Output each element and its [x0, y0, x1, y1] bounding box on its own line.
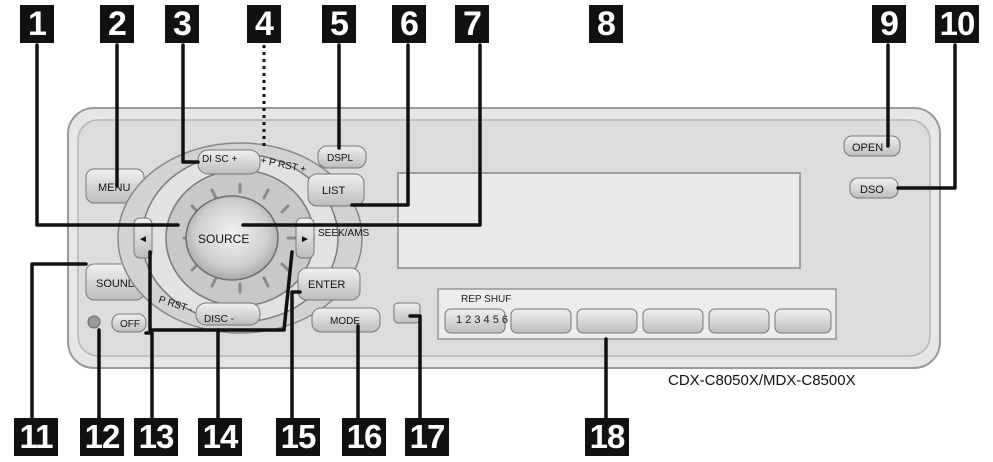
callout-17: 17 [405, 418, 449, 456]
callout-18: 18 [585, 418, 629, 456]
enter-button[interactable] [297, 267, 361, 301]
callout-6: 6 [392, 5, 426, 43]
preset-button-4[interactable] [642, 308, 704, 334]
open-button[interactable] [843, 135, 901, 157]
callout-4: 4 [247, 5, 281, 43]
disc-minus-button[interactable] [195, 302, 261, 326]
seek-ams-label: SEEK/AMS [318, 228, 369, 239]
receptor-icon [87, 315, 101, 329]
mode-button[interactable] [311, 307, 381, 333]
preset-button-3[interactable] [576, 308, 638, 334]
sound-button-label: SOUND [96, 278, 136, 290]
callout-13: 13 [134, 418, 178, 456]
callout-16: 16 [342, 418, 386, 456]
callout-2: 2 [100, 5, 134, 43]
callout-5: 5 [322, 5, 356, 43]
callout-11: 11 [14, 418, 58, 456]
model-number: CDX-C8050X/MDX-C8500X [668, 372, 856, 389]
callout-14: 14 [198, 418, 242, 456]
small-button[interactable] [393, 302, 421, 324]
source-button-label: SOURCE [198, 232, 249, 246]
callout-9: 9 [872, 5, 906, 43]
disc-minus-label: DISC - [204, 314, 234, 325]
callout-8: 8 [589, 5, 623, 43]
callout-10: 10 [935, 5, 979, 43]
preset-button-1[interactable] [444, 308, 506, 334]
mode-label: MODE [330, 316, 360, 327]
list-button[interactable] [307, 173, 365, 207]
preset-button-6[interactable] [774, 308, 832, 334]
callout-1: 1 [20, 5, 54, 43]
callout-3: 3 [165, 5, 199, 43]
leader-lines [30, 43, 957, 420]
dso-label: DSO [860, 184, 884, 196]
disc-plus-label: DI SC + [202, 154, 237, 165]
callout-15: 15 [276, 418, 320, 456]
dspl-button[interactable] [317, 145, 367, 169]
preset-button-5[interactable] [708, 308, 770, 334]
list-label: LIST [322, 185, 346, 197]
seek-left-icon: ◄ [138, 234, 148, 245]
callout-7: 7 [455, 5, 489, 43]
seek-right-button[interactable] [295, 217, 315, 259]
off-button[interactable] [111, 313, 147, 333]
seek-right-icon: ► [300, 234, 310, 245]
callout-12: 12 [80, 418, 124, 456]
off-button-label: OFF [120, 319, 140, 330]
enter-label: ENTER [308, 279, 345, 291]
preset-numbers: 1 2 3 4 5 6 [456, 314, 508, 326]
open-label: OPEN [852, 142, 883, 154]
seek-left-button[interactable] [133, 217, 153, 259]
menu-button-label: MENU [98, 182, 130, 194]
dspl-label: DSPL [327, 153, 354, 164]
display-window [397, 172, 801, 269]
preset-button-2[interactable] [510, 308, 572, 334]
source-button[interactable] [185, 195, 279, 281]
preset-row-label: REP SHUF [461, 294, 511, 305]
